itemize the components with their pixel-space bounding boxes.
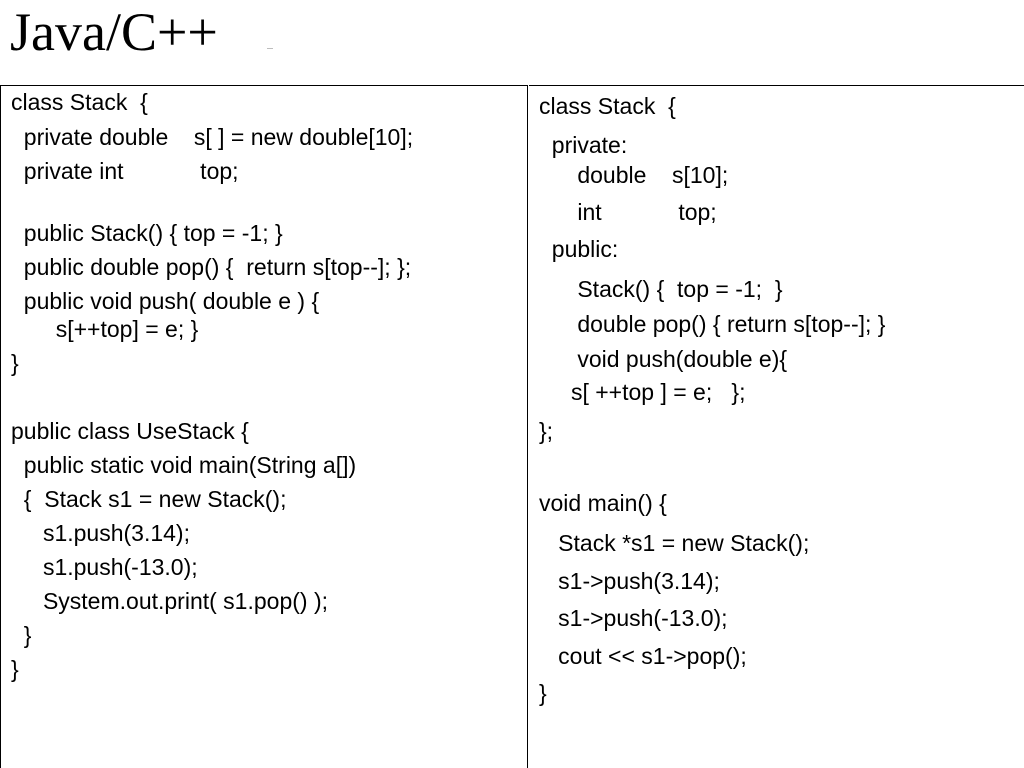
java-code-line: public double pop() { return s[top--]; }…	[11, 254, 412, 280]
cpp-code-line: cout << s1->pop();	[539, 643, 747, 669]
java-code-line: private double s[ ] = new double[10];	[11, 124, 414, 150]
java-code-line: s1.push(3.14);	[11, 520, 190, 546]
java-code-line: class Stack {	[11, 89, 148, 115]
cpp-code-line: Stack() { top = -1; }	[539, 276, 783, 302]
cpp-code-line: int top;	[539, 199, 717, 225]
java-code-line: public static void main(String a[])	[11, 452, 357, 478]
java-code-panel: class Stack { private double s[ ] = new …	[0, 85, 528, 768]
java-code-line: public void push( double e ) {	[11, 288, 320, 314]
java-code-line: private int top;	[11, 158, 239, 184]
slide-title: Java/C++	[10, 2, 218, 62]
java-code-line: }	[11, 350, 19, 376]
java-code-line: s1.push(-13.0);	[11, 554, 198, 580]
title-underline-mark	[267, 48, 273, 49]
java-code-line: { Stack s1 = new Stack();	[11, 486, 287, 512]
cpp-code-panel: class Stack { private: double s[10]; int…	[529, 85, 1024, 768]
java-code-line: public Stack() { top = -1; }	[11, 220, 283, 246]
cpp-code-line: s1->push(-13.0);	[539, 605, 728, 631]
cpp-code-line: class Stack {	[539, 93, 676, 119]
cpp-code-line: }	[539, 680, 547, 706]
cpp-code-line: double pop() { return s[top--]; }	[539, 311, 886, 337]
cpp-code-line: void push(double e){	[539, 346, 788, 372]
cpp-code-line: };	[539, 418, 554, 444]
java-code-line: s[++top] = e; }	[11, 316, 199, 342]
cpp-code-line: s[ ++top ] = e; };	[539, 379, 746, 405]
cpp-code-line: void main() {	[539, 490, 667, 516]
cpp-code-line: private:	[539, 132, 628, 158]
java-code-line: }	[11, 622, 32, 648]
cpp-code-line: s1->push(3.14);	[539, 568, 720, 594]
cpp-code-line: public:	[539, 236, 619, 262]
java-code-line: System.out.print( s1.pop() );	[11, 588, 328, 614]
cpp-code-line: double s[10];	[539, 162, 729, 188]
cpp-code-line: Stack *s1 = new Stack();	[539, 530, 810, 556]
java-code-line: public class UseStack {	[11, 418, 249, 444]
java-code-line: }	[11, 656, 19, 682]
